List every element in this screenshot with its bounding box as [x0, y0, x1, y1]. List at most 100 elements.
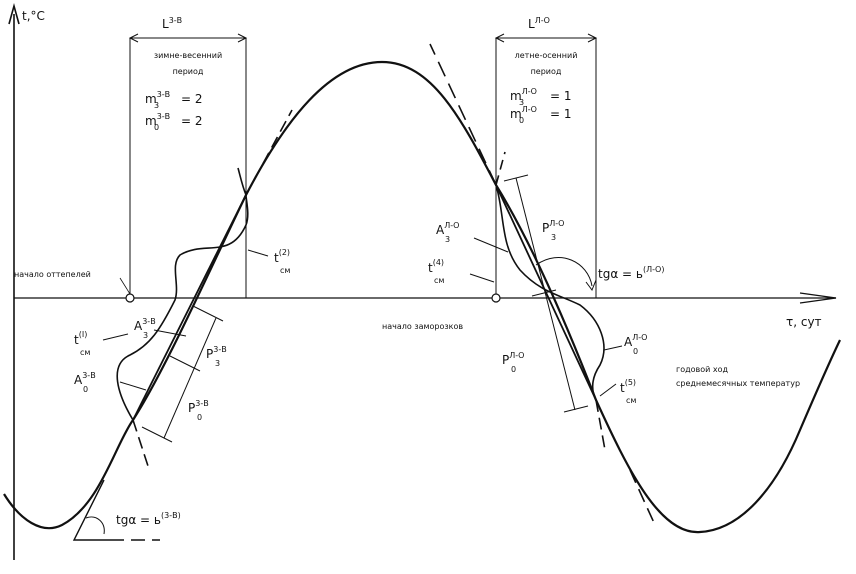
ws-tangent-lower: [132, 419, 149, 467]
svg-text:см: см: [626, 396, 636, 405]
ws-m3-sub: 3: [154, 101, 159, 110]
ws-m0-sub: 0: [154, 123, 159, 132]
ws-arrow-right-icon: [237, 33, 248, 43]
ws-trend-line: [132, 194, 247, 421]
t5-label: t(5) см: [620, 378, 636, 405]
sa-oscillation-curve: [495, 184, 605, 401]
svg-text:A3-В: A3-В: [134, 317, 156, 333]
ws-tangent-upper: [245, 109, 293, 196]
ws-t2-leader: [247, 249, 269, 257]
sa-m3-value: = 1: [550, 89, 572, 103]
ws-p-tick-top: [192, 305, 224, 322]
frost-start-point: [491, 293, 501, 303]
thaw-start-point: [125, 293, 135, 303]
sa-a3-label: AЛ-О 3: [436, 221, 459, 244]
annual-temperature-curve: [3, 60, 841, 534]
ws-period-name-line2: период: [173, 67, 204, 76]
ws-a0-leader: [119, 381, 147, 391]
svg-text:см: см: [280, 266, 290, 275]
svg-text:t(5): t(5): [620, 378, 636, 395]
svg-text:см: см: [80, 348, 90, 357]
sa-a3-leader: [473, 237, 509, 253]
sa-arrow-left-icon: [494, 33, 505, 43]
svg-text:P3-В: P3-В: [206, 345, 227, 361]
ws-p-bracket-line: [163, 317, 217, 439]
ws-a3-leader: [153, 329, 187, 337]
svg-text:t(I): t(I): [74, 330, 87, 347]
svg-text:PЛ-О: PЛ-О: [502, 351, 524, 367]
thaw-start-leader: [119, 277, 131, 295]
ws-oscillation-curve: [116, 167, 249, 421]
sa-m0-label: mЛ-О: [510, 105, 537, 121]
annual-course-line2: среднемесячных температур: [676, 379, 800, 388]
svg-text:3: 3: [143, 331, 148, 340]
svg-text:A3-В: A3-В: [74, 371, 96, 387]
annual-course-line1: годовой ход: [676, 365, 729, 374]
sa-a0-leader: [603, 345, 623, 351]
sa-p-tick-bot: [563, 405, 589, 413]
ws-p-tick-bot: [141, 426, 173, 443]
svg-text:0: 0: [83, 385, 88, 394]
ws-m3-value: = 2: [181, 92, 203, 106]
sa-arrow-right-icon: [587, 33, 598, 43]
sa-tangent-far: [629, 469, 656, 526]
t4-label: t(4) см: [428, 258, 444, 285]
y-axis-label: t,°C: [22, 9, 45, 23]
svg-text:P3-В: P3-В: [188, 399, 209, 415]
sa-length-label: LЛ-О: [528, 16, 550, 31]
ws-arrow-left-icon: [128, 33, 139, 43]
ws-angle-wedge: [72, 479, 110, 541]
ws-p0-label: P3-В 0: [188, 399, 209, 422]
sa-period-name-line1: летне-осенний: [515, 51, 578, 60]
t2-label: t(2) см: [274, 248, 290, 275]
t1-label: t(I) см: [74, 330, 90, 357]
svg-text:см: см: [434, 276, 444, 285]
sa-m0-value: = 1: [550, 107, 572, 121]
sa-angle-arc: [535, 257, 593, 287]
ws-a3-label: A3-В 3: [134, 317, 156, 340]
ws-slope-label: tgα = ь(3-В): [116, 511, 181, 527]
svg-text:0: 0: [197, 413, 202, 422]
sa-tangent-upper: [429, 43, 497, 186]
sa-period-name-line2: период: [531, 67, 562, 76]
svg-text:AЛ-О: AЛ-О: [624, 333, 647, 349]
thaw-start-label: начало оттепелей: [14, 270, 91, 279]
sa-tangent-lower: [595, 399, 606, 451]
ws-period-name-line1: зимне-весенний: [154, 51, 222, 60]
frost-start-label: начало заморозков: [382, 322, 463, 331]
svg-text:3: 3: [215, 359, 220, 368]
y-axis-arrow-icon: [8, 3, 20, 25]
sa-m3-label: mЛ-О: [510, 87, 537, 103]
sa-t5-leader: [599, 383, 617, 397]
sa-p0-label: PЛ-О 0: [502, 351, 524, 374]
ws-m3-label: m3-В: [145, 90, 170, 106]
sa-p-tick-top: [503, 174, 529, 182]
sa-t4-leader: [469, 273, 495, 283]
svg-text:0: 0: [633, 347, 638, 356]
svg-text:t(2): t(2): [274, 248, 290, 265]
x-axis-label: τ, сут: [786, 315, 822, 329]
svg-text:AЛ-О: AЛ-О: [436, 221, 459, 237]
sa-m0-sub: 0: [519, 116, 524, 125]
ws-m0-label: m3-В: [145, 112, 170, 128]
sa-p-bracket-line: [515, 177, 576, 411]
x-axis-arrow-icon: [799, 292, 837, 304]
sa-tangent-left-short: [495, 151, 506, 186]
ws-length-label: L3-В: [162, 16, 182, 31]
ws-t1-leader: [102, 333, 129, 341]
ws-p-tick-mid: [169, 355, 201, 372]
sa-p3-label: PЛ-О 3: [542, 219, 564, 242]
sa-p-tick-mid: [531, 289, 557, 297]
svg-text:0: 0: [511, 365, 516, 374]
sa-m3-sub: 3: [519, 98, 524, 107]
ws-a0-label: A3-В 0: [74, 371, 96, 394]
ws-m0-value: = 2: [181, 114, 203, 128]
sa-angle-arrow-icon: [585, 279, 597, 292]
svg-text:t(4): t(4): [428, 258, 444, 275]
sa-a0-label: AЛ-О 0: [624, 333, 647, 356]
svg-text:3: 3: [551, 233, 556, 242]
svg-text:PЛ-О: PЛ-О: [542, 219, 564, 235]
ws-angle-arc: [85, 516, 105, 535]
